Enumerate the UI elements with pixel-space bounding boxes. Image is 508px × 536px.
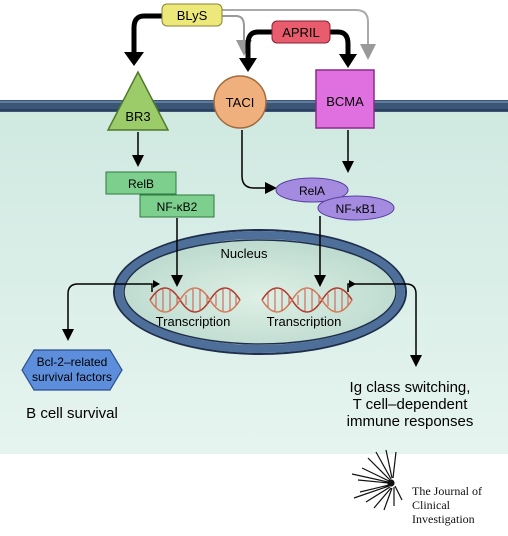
transcription-label-right: Transcription <box>267 314 342 329</box>
dna-helix-right <box>261 287 353 313</box>
ig-outcome-line1: Ig class switching, <box>350 379 471 396</box>
april-ligand: APRIL <box>271 20 331 44</box>
bcl2-label-line2: survival factors <box>32 370 112 384</box>
nfkb2-label: NF-κB2 <box>157 200 198 214</box>
nfkb1-ellipse: NF-κB1 <box>317 195 395 221</box>
blys-label: BLyS <box>177 8 208 23</box>
taci-receptor: TACI <box>213 75 267 129</box>
april-to-taci-arrow <box>245 29 272 60</box>
relb-box: RelB <box>105 171 177 195</box>
ig-outcome-line3: immune responses <box>347 413 474 430</box>
rela-label: RelA <box>299 184 325 198</box>
bcl2-survival-factors: Bcl-2–related survival factors <box>21 349 123 391</box>
transcription-label-left: Transcription <box>156 314 231 329</box>
nfkb2-box: NF-κB2 <box>139 194 215 218</box>
bcma-label: BCMA <box>326 94 364 109</box>
blys-to-br3-arrowhead <box>124 52 144 66</box>
april-label: APRIL <box>282 25 320 40</box>
bcma-receptor: BCMA <box>315 69 375 129</box>
taci-to-rela-arrow <box>241 130 277 194</box>
nucleus-label: Nucleus <box>221 246 268 261</box>
blys-ligand: BLyS <box>161 3 223 27</box>
bcell-survival-label: B cell survival <box>26 405 118 422</box>
journal-line1: The Journal of <box>412 484 482 498</box>
journal-logo-icon <box>351 449 403 511</box>
blys-to-bcma-arrow-gray <box>222 9 376 60</box>
nfkb1-label: NF-κB1 <box>336 202 377 216</box>
left-output-arrow <box>62 283 153 341</box>
right-output-arrow <box>347 283 422 367</box>
nucleus: Nucleus <box>113 229 407 355</box>
april-to-taci-arrowhead <box>239 58 257 72</box>
right-tss-arrowhead <box>349 280 356 288</box>
taci-label: TACI <box>226 95 255 110</box>
bcl2-label-line1: Bcl-2–related <box>37 355 108 369</box>
april-to-bcma-arrow <box>330 29 351 56</box>
dna-helix-left <box>149 287 241 313</box>
relb-label: RelB <box>128 177 154 191</box>
rela-ellipse: RelA <box>275 177 349 203</box>
journal-name: The Journal of Clinical Investigation <box>412 484 508 526</box>
br3-label: BR3 <box>125 109 150 124</box>
april-to-bcma-arrowhead <box>339 54 357 68</box>
ig-outcome-line2: T cell–dependent <box>353 396 469 413</box>
blys-to-br3-arrow <box>131 13 162 54</box>
br3-receptor: BR3 <box>106 70 170 131</box>
left-tss-arrowhead <box>153 280 160 288</box>
journal-line2: Clinical Investigation <box>412 498 475 526</box>
blys-to-taci-arrow <box>222 15 252 56</box>
